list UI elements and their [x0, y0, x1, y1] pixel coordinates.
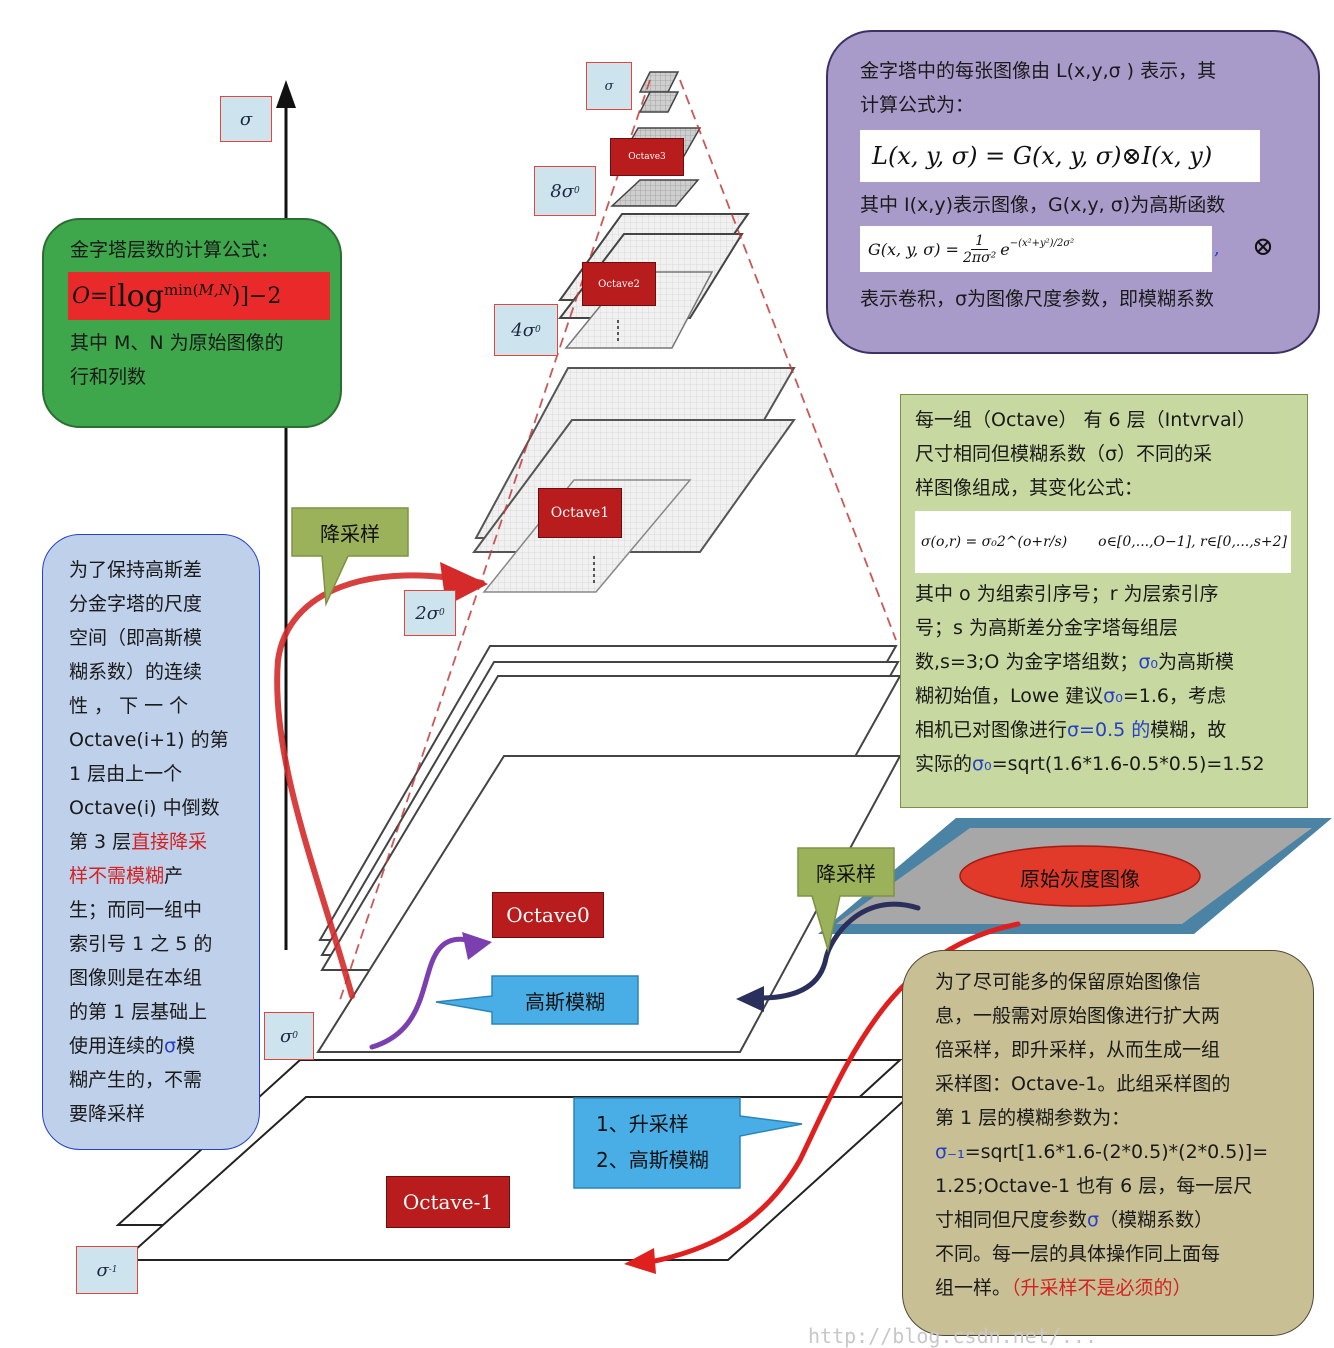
continuity-l14: 的第 1 层基础上	[69, 1001, 208, 1023]
continuity-l13: 图像则是在本组	[69, 967, 203, 989]
octave-3-plane-bot	[610, 179, 700, 207]
formula-L: L(x, y, σ) = G(x, y, σ)⊗I(x, y)	[860, 130, 1260, 182]
continuity-l12: 索引号 1 之 5 的	[69, 933, 213, 955]
upsample-arrow-icon	[624, 1248, 656, 1274]
octave-desc-l6: 数,s=3;O 为金字塔组数；σ₀为高斯模	[915, 651, 1235, 673]
octave-desc-l7: 糊初始值，Lowe 建议σ₀=1.6，考虑	[915, 685, 1226, 707]
callout-downsample-right	[797, 847, 895, 953]
upsample-desc-l7: 1.25;Octave-1 也有 6 层，每一层尺	[935, 1175, 1253, 1197]
continuity-l16: 糊产生的，不需	[69, 1069, 203, 1091]
sigma-label-top: σ	[586, 62, 632, 110]
upsample-desc-l8: 寸相同但尺度参数σ（模糊系数）	[935, 1209, 1214, 1231]
upsample-desc-l3: 倍采样，即升采样，从而生成一组	[935, 1039, 1221, 1061]
octave3-label: Octave3	[610, 138, 684, 176]
callout-gauss-blur	[435, 975, 639, 1025]
pyramid-edge-right	[679, 79, 897, 641]
upsample-desc-l1: 为了尽可能多的保留原始图像信	[935, 971, 1202, 993]
continuity-l4: 糊系数）的连续	[69, 661, 203, 683]
formula-G: G(x, y, σ) = 1 2πσ² e−(x²+y²)/2σ²	[860, 226, 1212, 272]
sigma-formula: σ(o,r) = σ₀2^(o+r/s) o∈[0,...,O−1], r∈[0…	[915, 511, 1291, 573]
continuity-l11: 生；而同一组中	[69, 899, 203, 921]
upsample-desc-l2: 息，一般需对原始图像进行扩大两	[935, 1005, 1221, 1027]
gauss-blur-arrow-icon	[462, 932, 492, 960]
continuity-l9: 第 3 层直接降采	[69, 831, 208, 853]
upsample-step-2: 2、高斯模糊	[596, 1148, 709, 1172]
continuity-l1: 为了保持高斯差	[69, 559, 203, 581]
continuity-l10: 样不需模糊产	[69, 865, 184, 887]
downsample-dark-arrow-icon	[736, 986, 764, 1012]
sigma-axis-arrow-icon	[276, 80, 296, 108]
upsample-desc-l4: 采样图：Octave-1。此组采样图的	[935, 1073, 1231, 1095]
upsample-desc-l6: σ₋₁=sqrt[1.6*1.6-(2*0.5)*(2*0.5)]=	[935, 1141, 1269, 1163]
convolution-symbol: ⊗	[1252, 232, 1274, 262]
upsample-desc-l10: 组一样。（升采样不是必须的）	[935, 1277, 1192, 1299]
scale-space-line-3: 其中 I(x,y)表示图像，G(x,y, σ)为高斯函数	[860, 194, 1226, 216]
continuity-l2: 分金字塔的尺度	[69, 593, 203, 615]
original-image-ellipse	[959, 845, 1201, 907]
comma-mark: ,	[1214, 238, 1220, 259]
octave-m1-label: Octave-1	[386, 1176, 510, 1228]
octave-4-plane-top	[638, 71, 680, 93]
callout-upsample	[573, 1097, 803, 1189]
continuity-l5: 性 ， 下 一 个	[69, 695, 189, 717]
downsample-top-text: 降采样	[320, 521, 380, 546]
octave-desc-l1: 每一组（Octave） 有 6 层（Intvrval）	[915, 409, 1256, 431]
octave-0-plane-1	[316, 755, 902, 1053]
pyramid-edge-left	[339, 79, 651, 1001]
octave-desc-l3: 样图像组成，其变化公式：	[915, 477, 1144, 499]
upsample-description-box: 为了尽可能多的保留原始图像信 息，一般需对原始图像进行扩大两 倍采样，即升采样，…	[902, 950, 1314, 1336]
sigma-axis-label: σ	[220, 96, 272, 142]
octave-desc-l4: 其中 o 为组索引序号；r 为层索引序	[915, 583, 1219, 605]
continuity-l7: 1 层由上一个	[69, 763, 183, 785]
octave-desc-l8: 相机已对图像进行σ=0.5 的模糊，故	[915, 719, 1227, 741]
continuity-l15: 使用连续的σ模	[69, 1035, 196, 1057]
upsample-desc-l9: 不同。每一层的具体操作同上面每	[935, 1243, 1221, 1265]
callout-downsample-top	[291, 507, 409, 607]
gauss-blur-text: 高斯模糊	[525, 989, 605, 1014]
octave0-label: Octave0	[492, 892, 604, 938]
sigma-label-m1: σ-1	[76, 1246, 138, 1294]
octave-desc-l9: 实际的σ₀=sqrt(1.6*1.6-0.5*0.5)=1.52	[915, 753, 1265, 775]
pyramid-levels-title: 金字塔层数的计算公式：	[70, 239, 280, 261]
downsample-right-text: 降采样	[816, 861, 876, 886]
continuity-l6: Octave(i+1) 的第	[69, 729, 229, 751]
continuity-l8: Octave(i) 中倒数	[69, 797, 220, 819]
upsample-desc-l5: 第 1 层的模糊参数为：	[935, 1107, 1131, 1129]
octave-2-plane-bot	[564, 271, 714, 349]
octave-description-box: 每一组（Octave） 有 6 层（Intvrval） 尺寸相同但模糊系数（σ）…	[900, 394, 1308, 808]
scale-space-line-1: 金字塔中的每张图像由 L(x,y,σ ) 表示，其	[860, 60, 1217, 82]
octave-desc-l5: 号；s 为高斯差分金字塔每组层	[915, 617, 1178, 639]
octave2-label: Octave2	[582, 262, 656, 306]
octave-4-plane-bot	[638, 91, 680, 113]
scale-space-line-4: 表示卷积，σ为图像尺度参数，即模糊系数	[860, 288, 1215, 310]
scale-space-box: 金字塔中的每张图像由 L(x,y,σ ) 表示，其 计算公式为： L(x, y,…	[826, 30, 1320, 354]
pyramid-levels-note-1: 其中 M、N 为原始图像的	[70, 332, 284, 354]
continuity-box: 为了保持高斯差 分金字塔的尺度 空间（即高斯模 糊系数）的连续 性 ， 下 一 …	[42, 534, 260, 1150]
pyramid-levels-note-2: 行和列数	[70, 366, 147, 388]
watermark: http://blog.csdn.net/...	[808, 1324, 1097, 1348]
upsample-step-1: 1、升采样	[596, 1112, 689, 1136]
downsample-curve-dark	[757, 901, 921, 1001]
downsample-curve-red	[274, 572, 485, 999]
continuity-l3: 空间（即高斯模	[69, 627, 203, 649]
original-image-text: 原始灰度图像	[1020, 866, 1140, 891]
octave1-label: Octave1	[538, 488, 622, 538]
continuity-l17: 要降采样	[69, 1103, 146, 1125]
upsample-text: 1、升采样 2、高斯模糊	[574, 1104, 740, 1180]
scale-space-line-2: 计算公式为：	[860, 94, 975, 116]
octave-desc-l2: 尺寸相同但模糊系数（σ）不同的采	[915, 443, 1213, 465]
